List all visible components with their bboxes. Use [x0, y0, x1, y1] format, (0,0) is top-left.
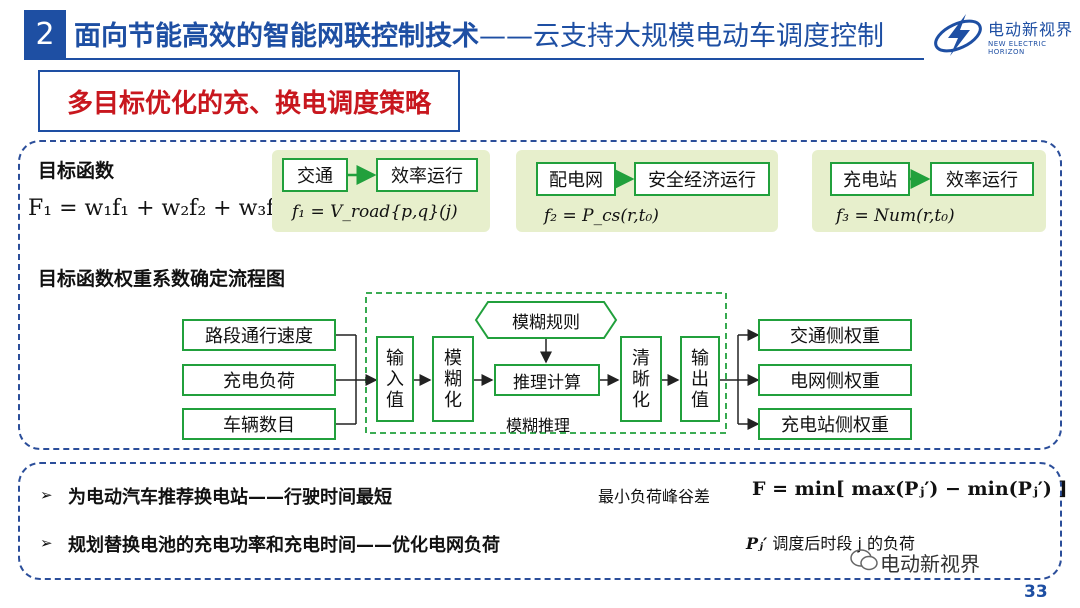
- objective-title: 目标函数: [38, 160, 115, 182]
- output-grid-weight: 电网侧权重: [758, 364, 912, 396]
- group2-from: 配电网: [536, 162, 616, 196]
- group3-function: f₃ = Num(r,t₀): [836, 206, 955, 226]
- fuzzy-rules: 模糊规则: [512, 312, 580, 333]
- stage-fuzzify: 模糊化: [432, 336, 474, 422]
- output-station-weight: 充电站侧权重: [758, 408, 912, 440]
- input-charging-load: 充电负荷: [182, 364, 336, 396]
- min-load-formula: F = min[ max(Pⱼ′) − min(Pⱼ′) ]: [752, 478, 1068, 500]
- scheduling-panel: [18, 462, 1062, 580]
- input-vehicle-count: 车辆数目: [182, 408, 336, 440]
- flowchart-title: 目标函数权重系数确定流程图: [38, 268, 286, 290]
- title-main: 面向节能高效的智能网联控制技术: [74, 21, 479, 52]
- group1-function: f₁ = V_road{p,q}(j): [292, 202, 458, 222]
- group3-from: 充电站: [830, 162, 910, 196]
- objective-formula: F₁ = w₁f₁ + w₂f₂ + w₃f₃: [28, 196, 284, 221]
- group2-function: f₂ = P_cs(r,t₀): [544, 206, 659, 226]
- bullet-charging-plan: 规划替换电池的充电功率和充电时间——优化电网负荷: [68, 535, 500, 556]
- page-number: 33: [1024, 582, 1048, 602]
- input-road-speed: 路段通行速度: [182, 319, 336, 351]
- inference-caption: 模糊推理: [506, 416, 571, 435]
- pj-symbol: Pⱼ′: [746, 534, 768, 553]
- title-sub: 云支持大规模电动车调度控制: [533, 21, 884, 52]
- inference-compute: 推理计算: [494, 364, 600, 396]
- stage-input-value: 输入值: [376, 336, 414, 422]
- bullet-marker: ➢: [40, 534, 53, 552]
- output-traffic-weight: 交通侧权重: [758, 319, 912, 351]
- group1-from: 交通: [282, 158, 348, 192]
- logo-text: 电动新视界: [988, 20, 1074, 39]
- group2-to: 安全经济运行: [634, 162, 770, 196]
- wechat-icon: [850, 549, 878, 571]
- watermark: 电动新视界: [880, 552, 980, 576]
- bullet-recommend-station: 为电动汽车推荐换电站——行驶时间最短: [68, 487, 392, 508]
- stage-defuzzify: 清晰化: [620, 336, 662, 422]
- group3-to: 效率运行: [930, 162, 1034, 196]
- bullet-marker: ➢: [40, 486, 53, 504]
- pj-description: Pⱼ′ 调度后时段 j 的负荷: [746, 530, 915, 554]
- logo-icon: [934, 14, 982, 56]
- strategy-title-box: 多目标优化的充、换电调度策略: [38, 70, 460, 132]
- group1-to: 效率运行: [376, 158, 478, 192]
- section-number: 2: [24, 10, 66, 58]
- page-title: 面向节能高效的智能网联控制技术——云支持大规模电动车调度控制: [74, 14, 884, 53]
- title-dash: ——: [479, 21, 533, 52]
- stage-output-value: 输出值: [680, 336, 720, 422]
- min-load-label: 最小负荷峰谷差: [598, 487, 711, 506]
- logo-subtext: NEW ELECTRIC HORIZON: [988, 40, 1047, 56]
- pj-text: 调度后时段 j 的负荷: [772, 534, 915, 553]
- header-divider: [24, 58, 924, 60]
- strategy-title: 多目标优化的充、换电调度策略: [66, 88, 431, 119]
- objective-panel: [18, 140, 1062, 450]
